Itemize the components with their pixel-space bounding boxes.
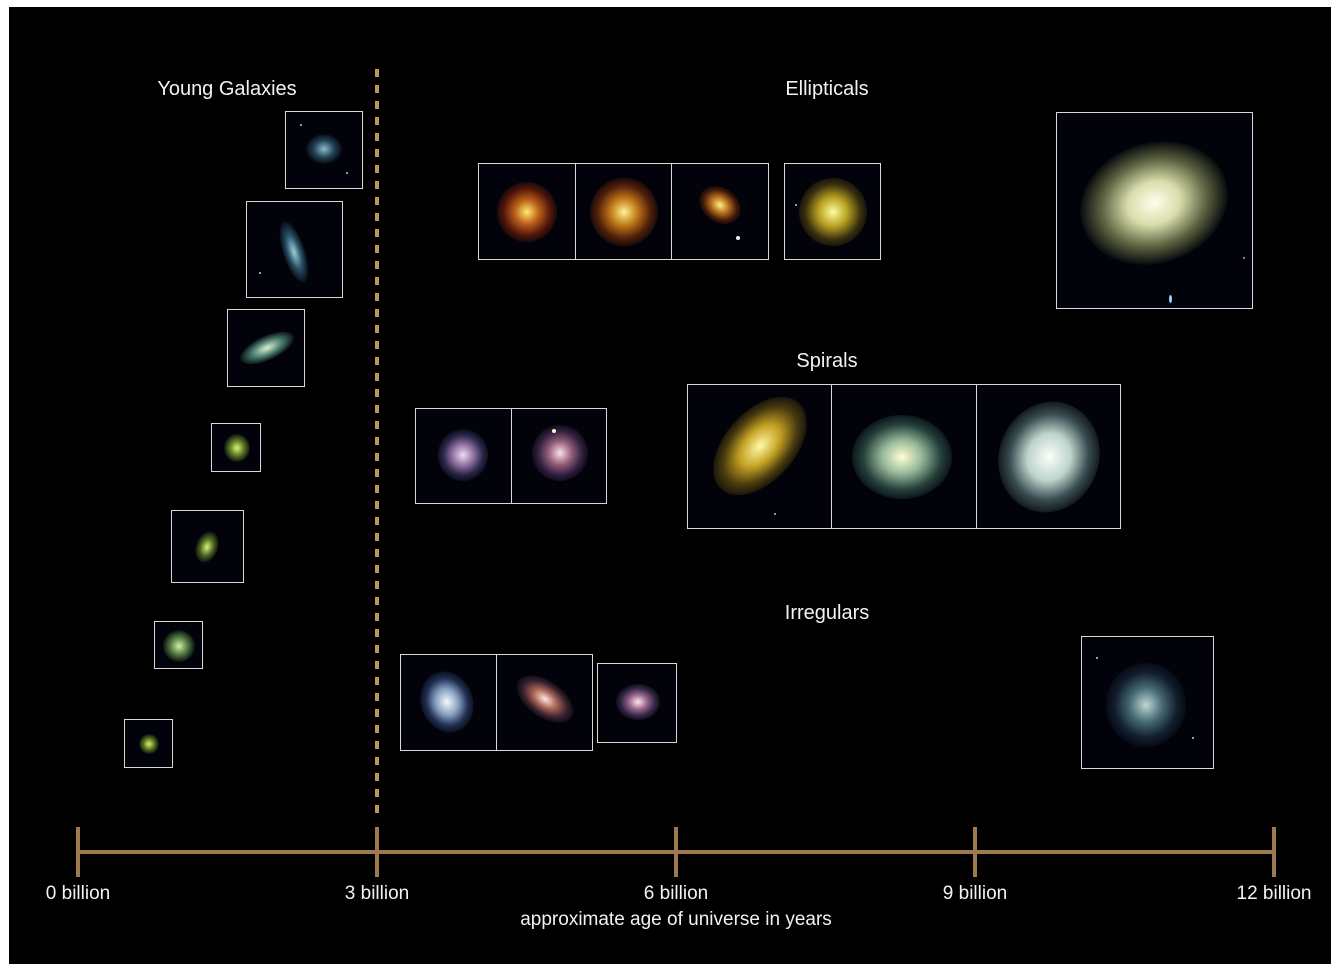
irregular-images-strip xyxy=(400,654,593,751)
tick-label-6: 6 billion xyxy=(643,883,709,904)
elliptical-galaxy-image xyxy=(1056,112,1253,309)
spirals-heading: Spirals xyxy=(796,350,858,372)
tick-label-9: 9 billion xyxy=(942,883,1008,904)
young-galaxy-image xyxy=(154,621,203,669)
young-galaxy-image xyxy=(211,423,261,472)
young-galaxy-image xyxy=(246,201,343,298)
elliptical-galaxy-image xyxy=(479,164,575,259)
spiral-galaxy-image xyxy=(831,385,975,528)
spiral-images-strip-early xyxy=(415,408,607,504)
spiral-galaxy-image xyxy=(510,409,607,503)
irregulars-heading: Irregulars xyxy=(784,602,870,624)
elliptical-galaxy-image xyxy=(574,164,672,259)
ellipticals-heading: Ellipticals xyxy=(785,78,869,100)
timeline-graphics xyxy=(76,69,1276,877)
young-galaxy-image xyxy=(171,510,244,583)
tick-label-3: 3 billion xyxy=(344,883,410,904)
young-galaxy-image xyxy=(124,719,173,768)
timeline-axis-title: approximate age of universe in years xyxy=(520,909,832,930)
tick-label-0: 0 billion xyxy=(45,883,111,904)
tick-label-12: 12 billion xyxy=(1236,883,1312,904)
irregular-galaxy-image xyxy=(496,655,592,750)
irregular-galaxy-image xyxy=(401,655,496,750)
spiral-images-strip-late xyxy=(687,384,1121,529)
spiral-galaxy-image xyxy=(688,385,831,528)
elliptical-images-strip xyxy=(478,163,769,260)
irregular-galaxy-image xyxy=(597,663,677,743)
elliptical-galaxy-image xyxy=(671,164,768,259)
young-galaxy-image xyxy=(285,111,363,189)
spiral-galaxy-image xyxy=(975,385,1120,528)
young-galaxies-heading: Young Galaxies xyxy=(157,78,297,100)
galaxy-evolution-figure: Young Galaxies Ellipticals Spirals Irreg… xyxy=(9,7,1331,964)
elliptical-galaxy-image xyxy=(784,163,881,260)
spiral-galaxy-image xyxy=(416,409,511,503)
young-galaxy-image xyxy=(227,309,305,387)
irregular-galaxy-image xyxy=(1081,636,1214,769)
